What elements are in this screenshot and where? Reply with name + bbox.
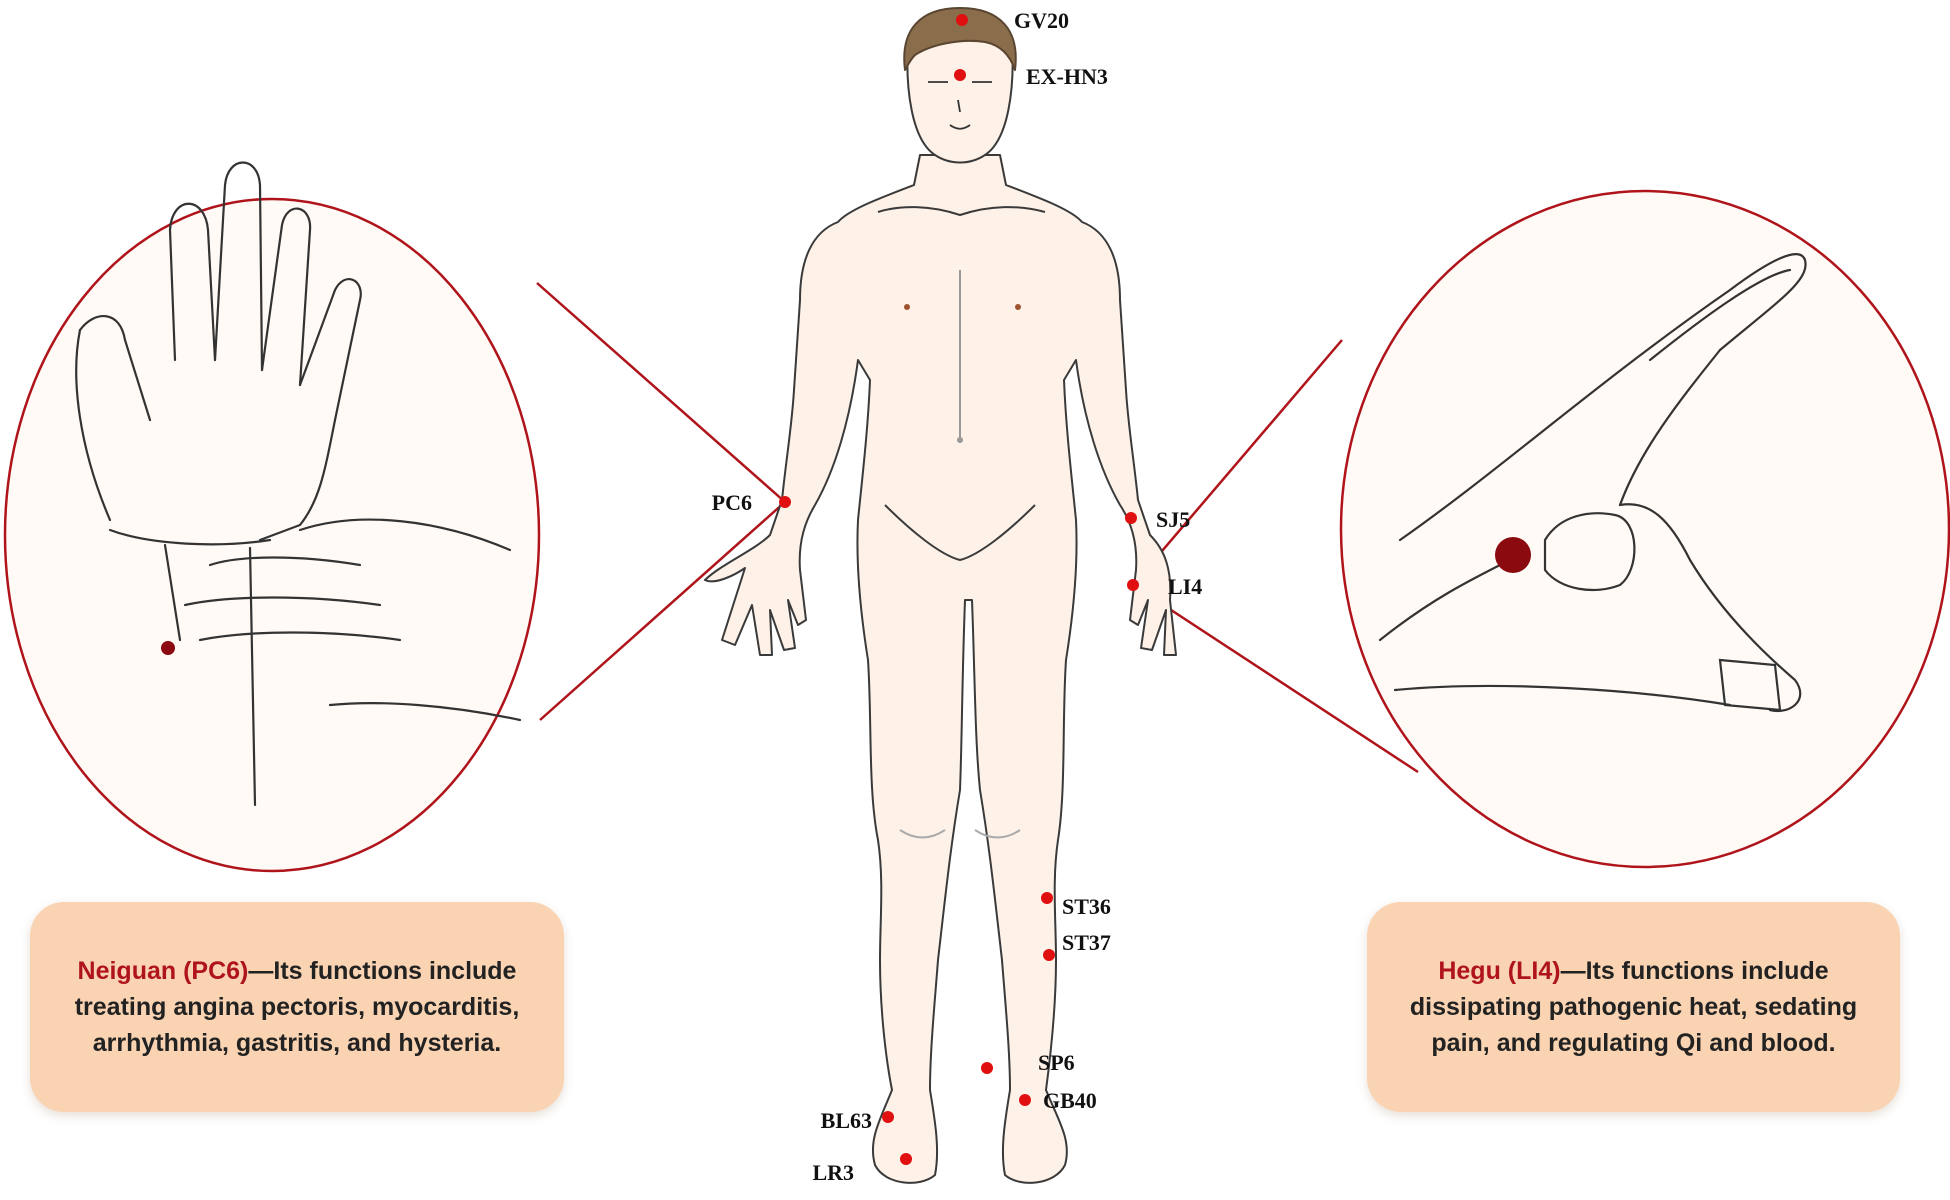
gb40-point-label: GB40	[1043, 1088, 1097, 1113]
hegu-zoom-marker	[1495, 537, 1531, 573]
hegu-description: —Its functions include dissipating patho…	[1409, 957, 1858, 1057]
st37-point-marker	[1043, 949, 1055, 961]
gv20-point-marker	[956, 14, 968, 26]
right-knee	[974, 829, 1021, 839]
li4-point-label: LI4	[1168, 574, 1202, 599]
pc6-callout-line-lower	[539, 501, 786, 721]
pc6-point-label: PC6	[712, 490, 752, 515]
gv20-point-label: GV20	[1014, 8, 1069, 33]
lr3-point-marker	[900, 1153, 912, 1165]
gb40-point-marker	[1019, 1094, 1031, 1106]
lr3-point-label: LR3	[812, 1160, 854, 1185]
neiguan-description: —Its functions include treating angina p…	[74, 957, 520, 1057]
neiguan-name: Neiguan (PC6)	[77, 957, 249, 985]
sp6-point-marker	[981, 1062, 993, 1074]
li4-point-marker	[1127, 579, 1139, 591]
collar-line	[877, 206, 1046, 216]
neiguan-info-box: Neiguan (PC6)—Its functions include trea…	[30, 902, 564, 1112]
left-knee	[899, 829, 946, 839]
sj5-point-marker	[1125, 512, 1137, 524]
navel	[957, 437, 963, 443]
human-figure	[704, 7, 1177, 1184]
hair	[903, 7, 1017, 71]
sp6-point-label: SP6	[1038, 1050, 1075, 1075]
li4-callout-line-lower	[1132, 583, 1419, 774]
neiguan-zoom-marker	[161, 641, 175, 655]
bl63-point-marker	[882, 1111, 894, 1123]
body-outline	[704, 154, 1177, 1184]
neiguan-zoom-circle	[3, 161, 541, 873]
st36-point-marker	[1041, 892, 1053, 904]
li4-callout-line-upper	[1132, 339, 1343, 586]
ex-hn3-point-label: EX-HN3	[1026, 64, 1108, 89]
face-features	[928, 81, 992, 130]
st37-point-label: ST37	[1062, 930, 1111, 955]
left-nipple	[904, 304, 910, 310]
right-nipple	[1015, 304, 1021, 310]
hegu-info-box: Hegu (LI4)—Its functions include dissipa…	[1367, 902, 1900, 1112]
hegu-name: Hegu (LI4)	[1438, 957, 1561, 985]
st36-point-label: ST36	[1062, 894, 1111, 919]
acupoints: GV20EX-HN3PC6SJ5LI4ST36ST37SP6GB40BL63LR…	[712, 8, 1203, 1185]
zoom-acupoints	[161, 537, 1531, 655]
sj5-point-label: SJ5	[1156, 507, 1190, 532]
ex-hn3-point-marker	[954, 69, 966, 81]
bl63-point-label: BL63	[821, 1108, 872, 1133]
pc6-point-marker	[779, 496, 791, 508]
pc6-callout-line-upper	[536, 282, 786, 503]
hegu-zoom-circle	[1339, 189, 1950, 869]
groin-line	[884, 504, 1036, 561]
